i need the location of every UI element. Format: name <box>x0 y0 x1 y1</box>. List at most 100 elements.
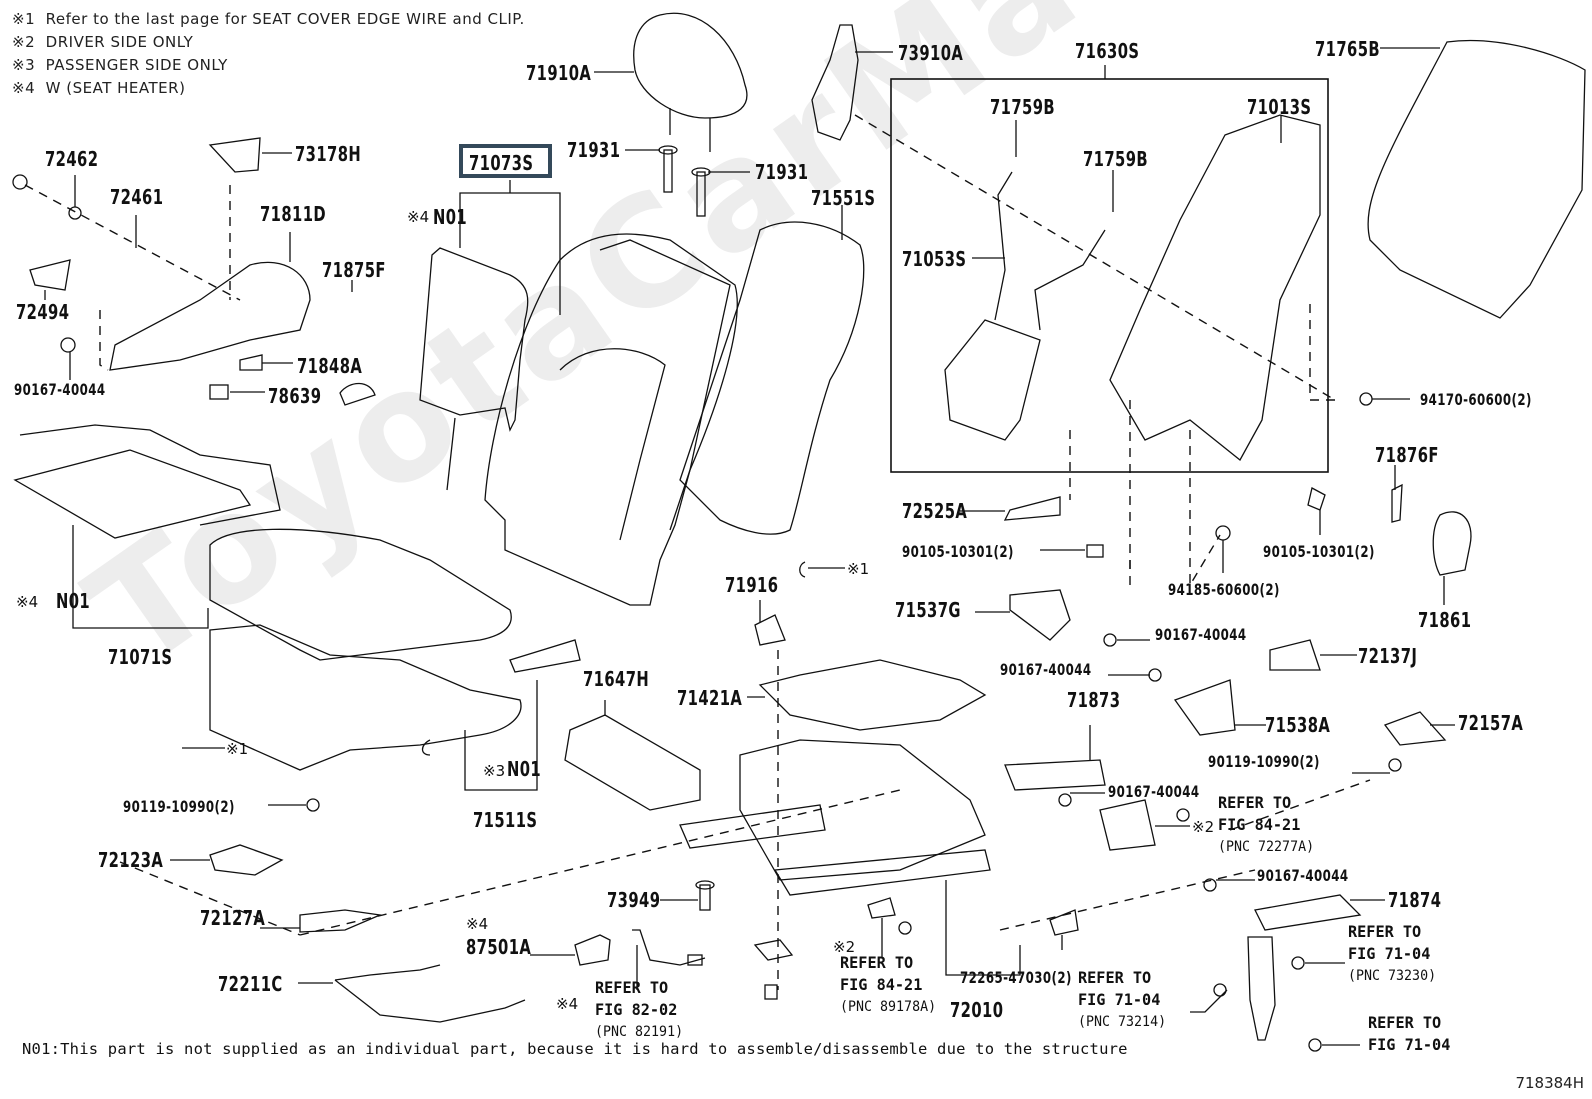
ref-pnc: (PNC 73230) <box>1348 968 1437 984</box>
footnote-text: PASSENGER SIDE ONLY <box>45 56 228 74</box>
mark-seat-heater: ※4 <box>556 995 579 1013</box>
ref-pnc: (PNC 82191) <box>595 1024 684 1040</box>
part-label[interactable]: 71765B <box>1315 37 1381 61</box>
footer-note-n01: N01:This part is not supplied as an indi… <box>22 1040 1128 1058</box>
footnote-3: ※3 PASSENGER SIDE ONLY <box>12 56 228 74</box>
part-label[interactable]: 71551S <box>811 186 876 210</box>
recliner-cover-71811D <box>109 261 311 371</box>
part-label[interactable]: 94185-60600(2) <box>1168 580 1280 599</box>
part-label[interactable]: 71759B <box>1083 147 1149 171</box>
ref-line: REFER TO <box>1368 1013 1442 1032</box>
part-label-N01[interactable]: N01 <box>433 205 468 229</box>
footnote-text: W (SEAT HEATER) <box>45 79 186 97</box>
part-label[interactable]: 71931 <box>755 160 809 184</box>
part-label[interactable]: 71511S <box>473 808 538 832</box>
part-label[interactable]: 71848A <box>297 354 363 378</box>
part-label[interactable]: 90105-10301(2) <box>1263 542 1375 561</box>
part-label[interactable]: 72462 <box>45 147 99 171</box>
part-label[interactable]: 71874 <box>1388 888 1442 912</box>
ref-pnc: (PNC 72277A) <box>1218 839 1315 855</box>
footnote-mark: ※4 <box>12 79 36 97</box>
part-label[interactable]: 71538A <box>1265 713 1331 737</box>
part-label[interactable]: 72010 <box>950 998 1004 1022</box>
part-label[interactable]: 90167-40044 <box>14 380 106 399</box>
part-label[interactable]: 90119-10990(2) <box>1208 752 1320 771</box>
part-label[interactable]: 72265-47030(2) <box>960 968 1072 987</box>
part-label[interactable]: 71630S <box>1075 39 1140 63</box>
ref-pnc: (PNC 73214) <box>1078 1014 1167 1030</box>
part-label[interactable]: 90167-40044 <box>1000 660 1092 679</box>
figure-reference-71-04[interactable]: REFER TO FIG 71-04 (PNC 73230) <box>1348 921 1436 987</box>
part-label[interactable]: 90167-40044 <box>1155 625 1247 644</box>
lumbar-support-71053S <box>944 319 1041 441</box>
seat-back-pad-71551S <box>679 221 865 535</box>
part-label[interactable]: 71931 <box>567 138 621 162</box>
mark-seat-heater: ※4 <box>407 208 430 226</box>
ref-fig-link[interactable]: FIG 84-21 <box>1218 815 1301 834</box>
mark-passenger-side: ※3 <box>483 762 506 780</box>
footnote-mark: ※2 <box>12 33 36 51</box>
ref-fig-link[interactable]: FIG 71-04 <box>1348 944 1431 963</box>
figure-reference-71-04[interactable]: REFER TO FIG 71-04 (PNC 73214) <box>1078 967 1166 1033</box>
part-label[interactable]: 71861 <box>1418 608 1472 632</box>
part-label[interactable]: 71910A <box>526 61 592 85</box>
ref-fig-link[interactable]: FIG 71-04 <box>1368 1035 1451 1054</box>
part-label[interactable]: 73178H <box>295 142 362 166</box>
seatbelt-buckle <box>1247 936 1276 1041</box>
part-label[interactable]: 72157A <box>1458 711 1524 735</box>
part-label[interactable]: 72123A <box>98 848 164 872</box>
part-label[interactable]: 72494 <box>16 300 70 324</box>
part-label-71073S[interactable]: 71073S <box>469 151 534 175</box>
part-label[interactable]: 72211C <box>218 972 283 996</box>
part-label[interactable]: 71647H <box>583 667 650 691</box>
figure-reference-84-21[interactable]: REFER TO FIG 84-21 (PNC 72277A) <box>1218 792 1314 858</box>
seat-cushion-pad-71511S <box>209 624 522 771</box>
ref-fig-link[interactable]: FIG 71-04 <box>1078 990 1161 1009</box>
edge-wire-72211C <box>334 964 526 1023</box>
part-label[interactable]: 72525A <box>902 499 968 523</box>
part-label[interactable]: 71759B <box>990 95 1056 119</box>
footnote-2: ※2 DRIVER SIDE ONLY <box>12 33 193 51</box>
part-label[interactable]: 71916 <box>725 573 779 597</box>
part-label[interactable]: 71873 <box>1067 688 1121 712</box>
part-label[interactable]: 71071S <box>108 645 173 669</box>
footnote-mark: ※1 <box>12 10 36 28</box>
part-label[interactable]: 71013S <box>1247 95 1312 119</box>
part-label[interactable]: 90105-10301(2) <box>902 542 1014 561</box>
seatback-board-71765B <box>1367 39 1586 319</box>
part-label[interactable]: 78639 <box>268 384 322 408</box>
part-label[interactable]: 73949 <box>607 888 661 912</box>
part-label[interactable]: 72137J <box>1358 644 1418 668</box>
part-label-N01[interactable]: N01 <box>507 757 542 781</box>
part-label[interactable]: 87501A <box>466 935 532 959</box>
part-label[interactable]: 73910A <box>898 41 964 65</box>
part-label[interactable]: 71876F <box>1375 443 1439 467</box>
highlighted-part-box[interactable]: 71073S <box>459 144 552 178</box>
part-label[interactable]: 72127A <box>200 906 266 930</box>
part-label[interactable]: 71053S <box>902 247 967 271</box>
ref-line: REFER TO <box>1078 968 1152 987</box>
part-label[interactable]: 90167-40044 <box>1108 782 1200 801</box>
part-label[interactable]: 71537G <box>895 598 961 622</box>
part-label[interactable]: 71421A <box>677 686 743 710</box>
part-label[interactable]: 90119-10990(2) <box>123 797 235 816</box>
ref-fig-link[interactable]: FIG 84-21 <box>840 975 923 994</box>
part-label[interactable]: 71875F <box>322 258 386 282</box>
part-label[interactable]: 94170-60600(2) <box>1420 390 1532 409</box>
mark-seat-heater: ※4 <box>16 593 39 611</box>
part-label[interactable]: 72461 <box>110 185 164 209</box>
ref-line: REFER TO <box>1218 793 1292 812</box>
headrest-71910A <box>633 12 748 119</box>
part-label[interactable]: 90167-40044 <box>1257 866 1349 885</box>
figure-reference-71-04[interactable]: REFER TO FIG 71-04 <box>1368 1012 1450 1056</box>
figure-reference-82-02[interactable]: REFER TO FIG 82-02 (PNC 82191) <box>595 977 683 1043</box>
part-label-N01[interactable]: N01 <box>56 589 91 613</box>
heater-switch-87501A <box>574 934 611 966</box>
footnote-mark: ※3 <box>12 56 36 74</box>
part-label[interactable]: 71811D <box>260 202 327 226</box>
footnote-4: ※4 W (SEAT HEATER) <box>12 79 185 97</box>
figure-reference-84-21[interactable]: REFER TO FIG 84-21 (PNC 89178A) <box>840 952 936 1018</box>
mark-edge-wire-clip: ※1 <box>847 560 870 578</box>
ref-fig-link[interactable]: FIG 82-02 <box>595 1000 678 1019</box>
